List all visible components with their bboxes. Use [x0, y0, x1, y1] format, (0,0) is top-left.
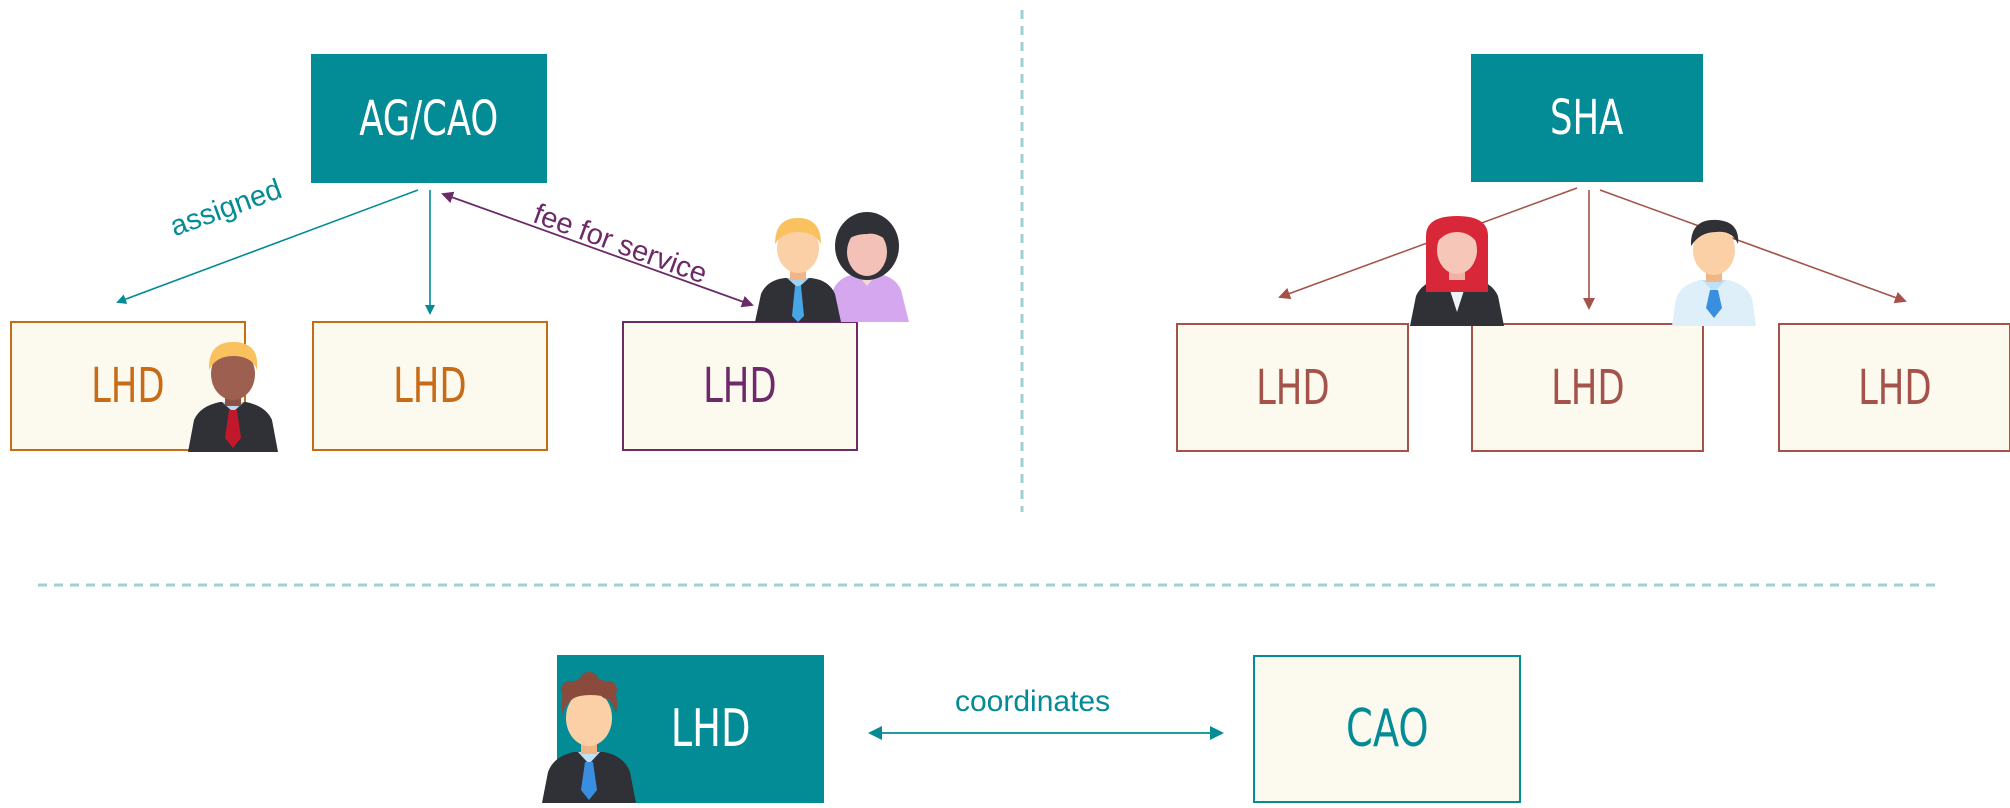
lhd-box-sha-middle: LHD [1471, 323, 1704, 452]
person-blonde-dark-suit-icon [188, 342, 278, 452]
man-curly-hair-icon [542, 672, 636, 803]
lhd-label: LHD [91, 358, 165, 414]
lhd-box-fee-for-service: LHD [622, 321, 858, 451]
lhd-label: LHD [393, 358, 467, 414]
cao-box: CAO [1253, 655, 1521, 803]
coordinates-label: coordinates [955, 685, 1111, 718]
man-dark-hair-icon [1672, 219, 1756, 326]
ag-cao-label: AG/CAO [359, 90, 499, 147]
arrow-fee-for-service [441, 191, 754, 308]
lhd-label: LHD [703, 358, 777, 414]
lhd-box-assigned-left: LHD [10, 321, 246, 451]
lhd-label: LHD [1550, 359, 1625, 416]
lhd-box-sha-left: LHD [1176, 323, 1409, 452]
lhd-label: LHD [1857, 359, 1932, 416]
ag-cao-box: AG/CAO [311, 54, 547, 183]
sha-label: SHA [1550, 90, 1624, 146]
sha-box: SHA [1471, 54, 1703, 182]
people-pair-icon [755, 212, 909, 322]
lhd-label: LHD [670, 699, 751, 759]
arrow-sha-right [1599, 189, 1907, 304]
cao-label: CAO [1345, 699, 1429, 759]
woman-red-hair-icon [1410, 216, 1504, 326]
lhd-box-assigned-middle: LHD [312, 321, 548, 451]
arrow-assigned-left [116, 189, 419, 304]
lhd-box-sha-right: LHD [1778, 323, 2010, 452]
lhd-label: LHD [1255, 359, 1330, 416]
